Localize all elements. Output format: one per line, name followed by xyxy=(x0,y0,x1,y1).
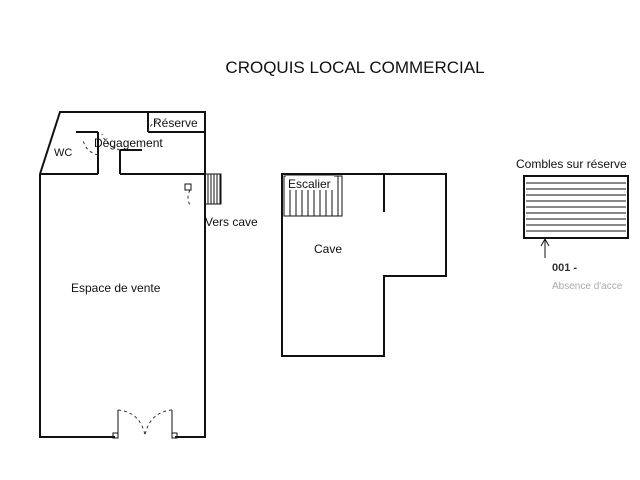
wc-door-swing xyxy=(82,139,99,156)
photo-caption: Absence d'acce xyxy=(552,281,623,292)
cave-plan: Escalier Cave xyxy=(281,173,447,357)
label-combles: Combles sur réserve xyxy=(516,157,627,171)
cave-door-swing xyxy=(187,189,191,206)
plan-title: CROQUIS LOCAL COMMERCIAL xyxy=(225,58,484,77)
room-label-cave: Cave xyxy=(314,242,342,256)
room-label-espace-vente: Espace de vente xyxy=(71,281,161,295)
photo-arrow-icon xyxy=(540,237,550,258)
stair-to-cave xyxy=(184,173,222,205)
wc-partition xyxy=(97,132,142,174)
combles-hatching xyxy=(526,182,626,232)
photo-number: 001 - xyxy=(552,262,577,274)
degagement-door-swing xyxy=(101,133,121,151)
room-label-reserve: Réserve xyxy=(153,116,198,130)
combles-plan: Combles sur réserve 001 - Absence d'acce xyxy=(516,157,629,292)
cave-walls xyxy=(281,173,447,357)
combles-outline xyxy=(523,175,629,239)
room-label-degagement: Dégagement xyxy=(94,136,163,150)
entrance-door xyxy=(112,409,178,439)
label-escalier: Escalier xyxy=(288,177,331,191)
ground-floor-walls xyxy=(39,111,206,438)
reserve-partition xyxy=(147,112,205,133)
label-vers-cave: Vers cave xyxy=(205,215,258,229)
room-label-wc: WC xyxy=(54,147,72,159)
reserve-door-swing xyxy=(147,119,159,133)
ground-floor-plan: WC Dégagement Réserve Vers cave Espace d… xyxy=(39,111,258,439)
